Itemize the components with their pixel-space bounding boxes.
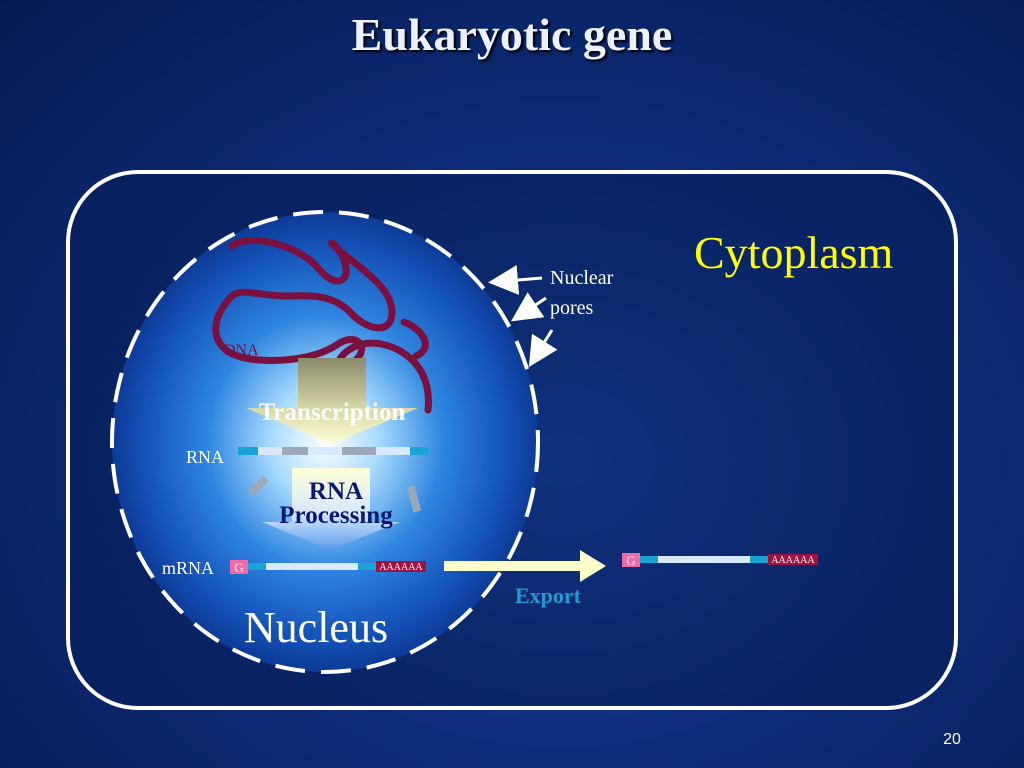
pore-pointer-1 (488, 265, 543, 295)
transcription-arrow (246, 358, 418, 444)
cap-cytoplasm (622, 553, 640, 567)
export-label: Export (515, 583, 582, 608)
export-arrow (444, 550, 606, 582)
rna-processing-label-line1: RNA (309, 478, 363, 505)
polya-nucleus (376, 561, 426, 572)
cytoplasm-label: Cytoplasm (694, 227, 894, 278)
nuclear-pores-label-line2: pores (550, 297, 594, 319)
mrna-cytoplasm: G AAAAAA (622, 553, 818, 568)
excised-intron-right (406, 485, 422, 513)
dna-label: DNA (224, 342, 259, 359)
mrna-label: mRNA (162, 558, 214, 578)
cap-nucleus (230, 560, 248, 574)
rna-processing-arrow (262, 468, 400, 550)
nuclear-envelope (110, 210, 540, 674)
mrna-nucleus: G AAAAAA (230, 560, 426, 575)
rna-strand (238, 447, 428, 455)
nucleus-label: Nucleus (244, 603, 388, 652)
excised-intron-left (247, 475, 269, 497)
pore-pointer-2 (511, 292, 547, 322)
polya-nucleus-label: AAAAAA (379, 562, 423, 573)
polya-cytoplasm-label: AAAAAA (771, 555, 815, 566)
rna-label: RNA (186, 447, 224, 467)
rna-processing-label-line2: Processing (279, 502, 393, 529)
nuclear-pores-label-line1: Nuclear (550, 267, 614, 289)
pore-pointer-3 (528, 329, 558, 368)
page-number: 20 (943, 731, 961, 748)
cap-nucleus-label: G (234, 560, 243, 575)
transcription-label: Transcription (259, 399, 406, 426)
slide-title: Eukaryotic gene (351, 9, 673, 60)
cap-cytoplasm-label: G (626, 553, 635, 568)
polya-cytoplasm (768, 554, 818, 565)
